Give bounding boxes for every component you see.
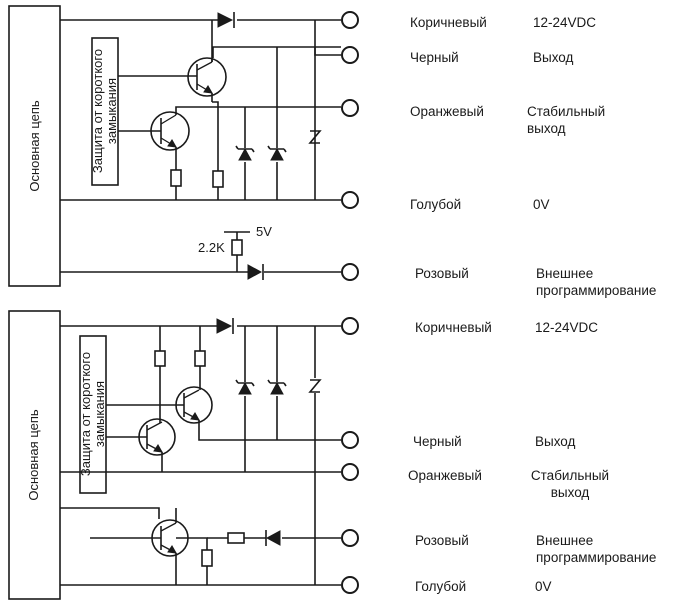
top-pin-pink-function: Внешнее программирование <box>536 266 657 298</box>
top-pin-black-color: Черный <box>410 50 459 65</box>
bottom-main-circuit-label: Основная цепь <box>26 409 41 501</box>
bottom-resistor-4 <box>227 532 245 544</box>
top-resistor-2 <box>212 170 224 188</box>
bottom-zener-diode-1 <box>235 326 255 472</box>
bottom-terminal-orange <box>341 463 359 481</box>
top-terminal-orange <box>341 99 359 117</box>
top-voltage-label: 5V <box>256 224 272 239</box>
top-schematic: Основная цепь <box>8 5 359 287</box>
bottom-pin-orange-color: Оранжевый <box>408 468 482 483</box>
bottom-pin-pink-function: Внешнее программирование <box>536 533 657 565</box>
bottom-terminal-black <box>341 431 359 449</box>
top-terminal-pink <box>341 263 359 281</box>
top-protection-line-1: Защита от короткого <box>90 49 105 173</box>
bottom-pin-orange-function: Стабильный выход <box>530 468 610 500</box>
top-terminal-black <box>341 46 359 64</box>
bottom-resistor-3 <box>201 549 213 567</box>
bottom-pin-blue-function: 0V <box>535 579 552 594</box>
top-main-circuit-label: Основная цепь <box>27 100 42 192</box>
top-program-diode <box>247 264 264 280</box>
bottom-protection-transistor <box>106 418 176 472</box>
bottom-protection-line-2: замыкания <box>92 381 107 447</box>
top-pin-orange-function: Стабильный выход <box>527 104 606 136</box>
bottom-protection-line-1: Защита от короткого <box>78 352 93 476</box>
top-resistor-value: 2.2K <box>198 240 225 255</box>
bottom-schematic: Основная цепь <box>8 310 359 600</box>
bottom-resistor-1 <box>154 350 166 367</box>
bottom-terminal-pink <box>341 529 359 547</box>
bottom-output-transistor <box>106 386 341 441</box>
bottom-supply-diode <box>216 318 234 334</box>
bottom-pin-brown-color: Коричневый <box>415 320 492 335</box>
top-output-transistor <box>118 57 227 102</box>
top-zener-diode-2 <box>267 47 287 200</box>
top-pin-pink-color: Розовый <box>415 266 469 281</box>
bottom-pin-brown-function: 12-24VDC <box>535 320 599 335</box>
bottom-pin-black-color: Черный <box>413 434 462 449</box>
bottom-program-diode <box>265 530 281 546</box>
top-supply-diode <box>217 12 235 28</box>
bottom-zener-diode-2 <box>267 326 287 440</box>
top-pin-blue-function: 0V <box>533 197 550 212</box>
top-terminal-brown <box>341 11 359 29</box>
bottom-pin-blue-color: Голубой <box>415 579 467 594</box>
top-protection-line-2: замыкания <box>104 78 119 144</box>
bottom-terminal-brown <box>341 317 359 335</box>
top-pin-brown-color: Коричневый <box>410 15 487 30</box>
top-pin-black-function: Выход <box>533 50 574 65</box>
top-zener-diode-1 <box>235 107 255 200</box>
top-pin-brown-function: 12-24VDC <box>533 15 597 30</box>
top-terminal-blue <box>341 191 359 209</box>
top-main-circuit-block <box>8 5 61 287</box>
bottom-zener-z <box>308 379 322 393</box>
bottom-program-transistor <box>90 508 189 585</box>
bottom-terminal-blue <box>341 576 359 594</box>
top-resistor-1 <box>170 169 182 187</box>
bottom-pin-black-function: Выход <box>535 434 576 449</box>
bottom-main-circuit-block <box>8 310 61 600</box>
top-pullup-resistor <box>224 231 250 272</box>
top-protection-block <box>91 37 119 186</box>
top-protection-transistor <box>118 106 341 170</box>
bottom-protection-block <box>79 335 107 494</box>
top-pin-blue-color: Голубой <box>410 197 462 212</box>
bottom-resistor-2 <box>194 350 206 367</box>
top-pin-orange-color: Оранжевый <box>410 104 484 119</box>
bottom-pin-pink-color: Розовый <box>415 533 469 548</box>
top-zener-z <box>308 130 322 144</box>
